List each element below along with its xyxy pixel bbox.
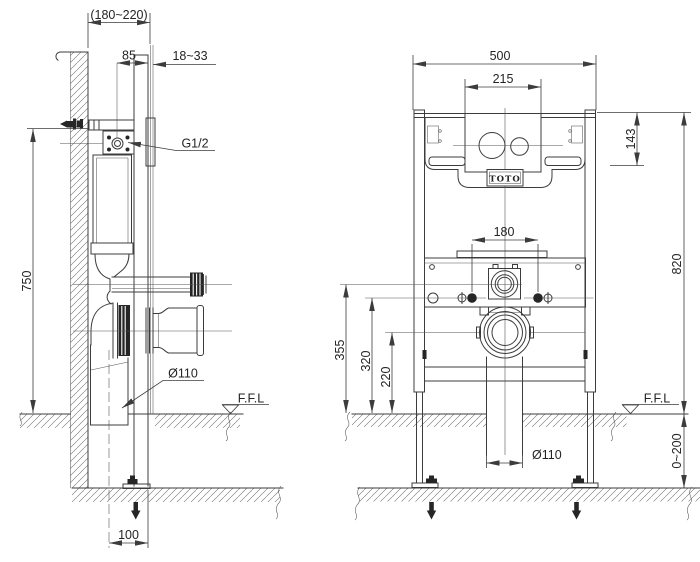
label-leg-adjust: 0~200: [670, 433, 684, 468]
level-marker-icon: [621, 404, 640, 415]
anchor-bolt-icon: [131, 502, 141, 520]
label-inlet-height: 750: [20, 271, 34, 292]
anchor-bolt-icon: [571, 502, 582, 520]
fixing-bolt-icon: [533, 293, 543, 303]
label-drain-diameter-left: Ø110: [168, 367, 198, 381]
label-valve-offset: 85: [122, 49, 136, 63]
wall-anchor-icon: [60, 118, 83, 130]
drain-elbow-side: [73, 302, 232, 548]
flush-pipe-side: [73, 272, 232, 297]
floor-break-icon: [225, 411, 232, 442]
frame-side-profile: [133, 45, 156, 487]
label-bolt-height: 320: [359, 351, 373, 372]
label-finish-thickness: 18~33: [172, 49, 207, 63]
flush-pipe-outlet-icon: [490, 270, 519, 298]
label-drain-height: 220: [379, 367, 393, 388]
dimensions-right: 500 215 143 820 0~200 355 320 220 180: [333, 49, 691, 488]
label-bolt-spacing: 180: [494, 225, 515, 239]
slab-break-icon: [275, 485, 282, 520]
left-view: (180~220) 85 18~33 750 G1/2 Ø110 F.F.L 1…: [19, 8, 284, 548]
label-access-width: 215: [493, 72, 514, 86]
flush-valve-hole-icon: [478, 132, 506, 159]
cistern-tank-side: [90, 154, 134, 305]
anchor-bolt-icon: [426, 502, 437, 520]
label-drain-diameter-right: Ø110: [532, 448, 562, 462]
access-box: [464, 113, 542, 173]
drain-connector-bell: [145, 305, 204, 356]
label-wall-depth: (180~220): [90, 8, 147, 22]
brand-plate: TOTO: [486, 169, 524, 187]
wall-top-break: [55, 51, 89, 61]
floor-right-view: [344, 411, 700, 521]
slab-break-icon: [354, 486, 361, 521]
label-frame-width: 500: [490, 49, 511, 63]
level-marker-icon: [221, 404, 240, 415]
floor-break-icon: [19, 411, 23, 427]
fixing-bolt-icon: [467, 293, 477, 303]
access-flange: [145, 117, 156, 167]
label-tank-drop: 143: [624, 129, 638, 150]
frame-foot-left-view: [122, 475, 151, 520]
label-flush-height: 355: [333, 340, 347, 361]
fixing-bracket-plate: [340, 250, 594, 316]
inlet-connection-icon: [111, 137, 124, 150]
brand-logo: TOTO: [489, 175, 520, 185]
label-floor-level-right: F.F.L: [644, 392, 670, 406]
right-view: TOTO: [333, 49, 700, 521]
floor-break-icon: [610, 411, 617, 442]
label-frame-height: 820: [670, 254, 684, 275]
floor-left-view: [19, 411, 284, 520]
dimensions-left: (180~220) 85 18~33 750 G1/2 Ø110 F.F.L 1…: [20, 8, 269, 548]
frame-feet-front: [411, 475, 599, 520]
label-floor-level-left: F.F.L: [238, 392, 264, 406]
supply-hole-icon: [510, 137, 529, 156]
floor-break-icon: [344, 411, 351, 442]
slab-break-icon: [686, 486, 693, 521]
label-inlet-thread: G1/2: [181, 137, 208, 151]
label-foot-offset: 100: [118, 528, 139, 542]
drain-fitting-front: [385, 306, 585, 456]
